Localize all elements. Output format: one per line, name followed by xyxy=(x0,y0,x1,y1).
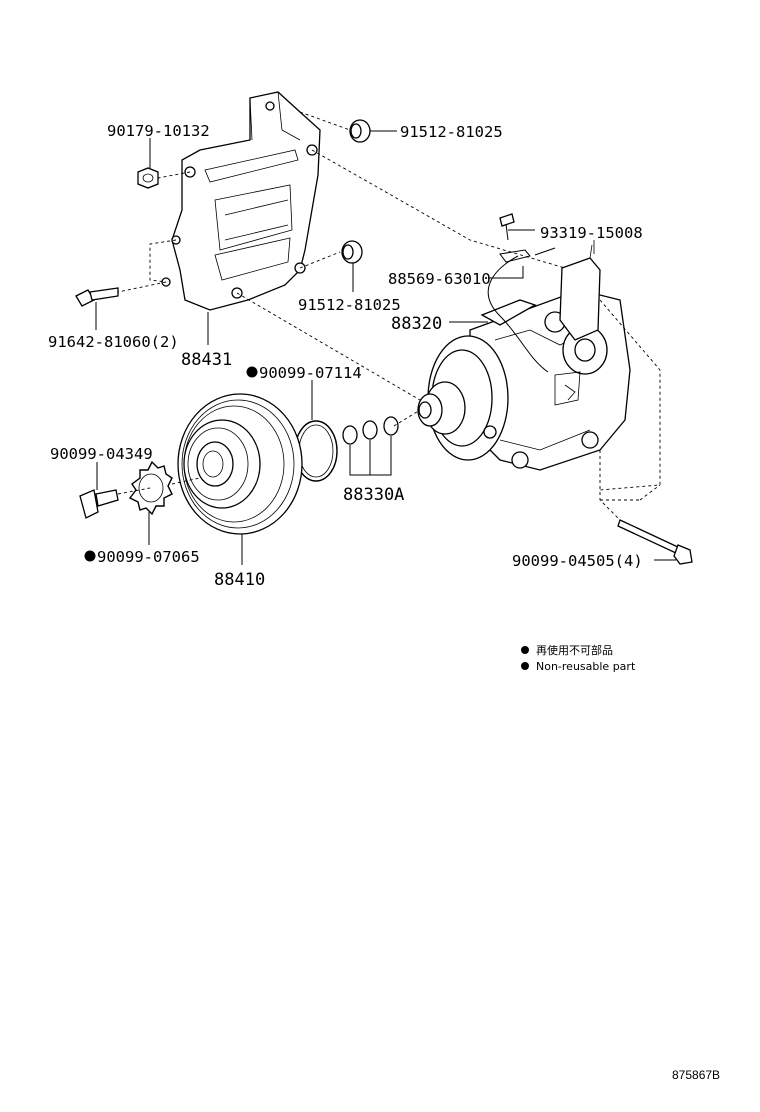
diagram-reference-code: 875867B xyxy=(672,1068,720,1082)
non-reusable-dot-icon xyxy=(246,366,258,378)
long-bolt-icon xyxy=(617,519,693,565)
compressor-body xyxy=(417,240,631,471)
label-90099-04349: 90099-04349 xyxy=(50,445,153,463)
bolt-91642-icon xyxy=(75,287,119,307)
label-91512-81025-upper: 91512-81025 xyxy=(400,123,503,141)
label-88410: 88410 xyxy=(214,570,265,590)
bushing-upper-icon xyxy=(349,119,371,143)
wire-harness xyxy=(487,247,556,373)
label-91512-81025-lower: 91512-81025 xyxy=(298,296,401,314)
label-90099-07114: 90099-07114 xyxy=(259,364,362,382)
assembly-guide-lines xyxy=(117,111,661,521)
shim-set-icon xyxy=(342,416,399,445)
label-88569-63010: 88569-63010 xyxy=(388,270,491,288)
label-91642-81060: 91642-81060(2) xyxy=(48,333,179,351)
label-88431: 88431 xyxy=(181,350,232,370)
legend-japanese: 再使用不可部品 xyxy=(536,643,613,657)
pulley-icon xyxy=(177,393,303,535)
label-90099-04505: 90099-04505(4) xyxy=(512,552,643,570)
label-88330a: 88330A xyxy=(343,485,404,505)
leader-lines xyxy=(95,130,676,565)
lock-washer-icon xyxy=(128,460,173,516)
bushing-lower-icon xyxy=(341,240,363,264)
bolt-90099-04349-icon xyxy=(79,489,119,519)
bolt-93319-icon xyxy=(499,213,515,241)
non-reusable-dot-icon xyxy=(84,550,96,562)
legend: 再使用不可部品 Non-reusable part xyxy=(521,643,636,673)
label-90099-07065: 90099-07065 xyxy=(97,548,200,566)
label-88320: 88320 xyxy=(391,314,442,334)
nut-90179-icon xyxy=(137,167,159,189)
legend-english: Non-reusable part xyxy=(536,660,636,673)
legend-dot-icon xyxy=(521,662,529,670)
legend-dot-icon xyxy=(521,646,529,654)
label-93319-15008: 93319-15008 xyxy=(540,224,643,242)
label-90179-10132: 90179-10132 xyxy=(107,122,210,140)
